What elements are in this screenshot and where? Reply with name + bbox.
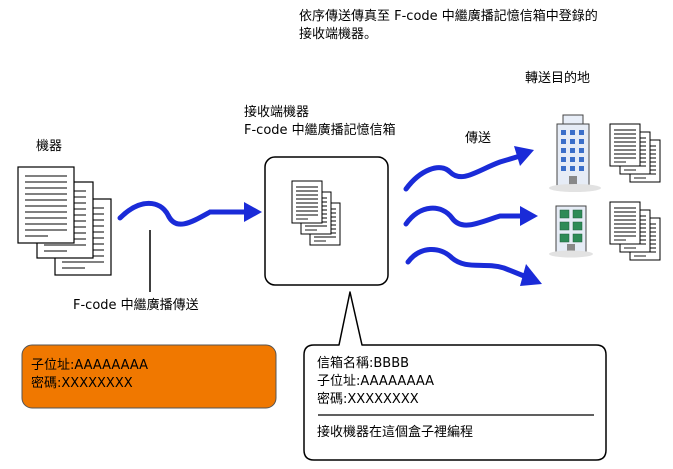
relay-info-callout: [303, 291, 607, 461]
relay-device-label-1: 接收端機器: [244, 105, 310, 120]
relay-note: 接收機器在這個盒子裡編程: [317, 425, 474, 440]
caption-line-2: 接收端機器。: [299, 27, 378, 42]
relay-subaddress: 子位址:AAAAAAAA: [317, 374, 435, 389]
fcode-relay-send-label: F-code 中繼廣播傳送: [73, 298, 199, 313]
sender-subaddress-box: [21, 344, 277, 409]
destination-label: 轉送目的地: [525, 71, 591, 86]
sender-password: 密碼:XXXXXXXX: [31, 376, 133, 391]
relay-memory-box: [264, 156, 389, 286]
relay-device-label-2: F-code 中繼廣播記憶信箱: [244, 123, 396, 138]
source-document-stack-icon: [17, 166, 112, 276]
office-building-middle-icon: [549, 205, 593, 258]
relay-box-name: 信箱名稱:BBBB: [317, 356, 410, 371]
office-building-top-icon: [549, 114, 601, 192]
fcode-send-arrow-icon: [117, 200, 262, 227]
transmit-label: 傳送: [465, 131, 492, 146]
source-device-label: 機器: [36, 139, 63, 154]
forward-arrow-top-icon: [403, 146, 534, 192]
destination-document-stack-top-icon: [609, 123, 661, 183]
forward-arrow-bottom-icon: [405, 247, 542, 286]
caption-line-1: 依序傳送傳真至 F-code 中繼廣播記憶信箱中登錄的: [299, 9, 598, 24]
relay-password: 密碼:XXXXXXXX: [317, 392, 419, 407]
sender-subaddress: 子位址:AAAAAAAA: [31, 358, 149, 373]
forward-arrow-middle-icon: [403, 205, 538, 228]
destination-document-stack-middle-icon: [609, 201, 661, 261]
